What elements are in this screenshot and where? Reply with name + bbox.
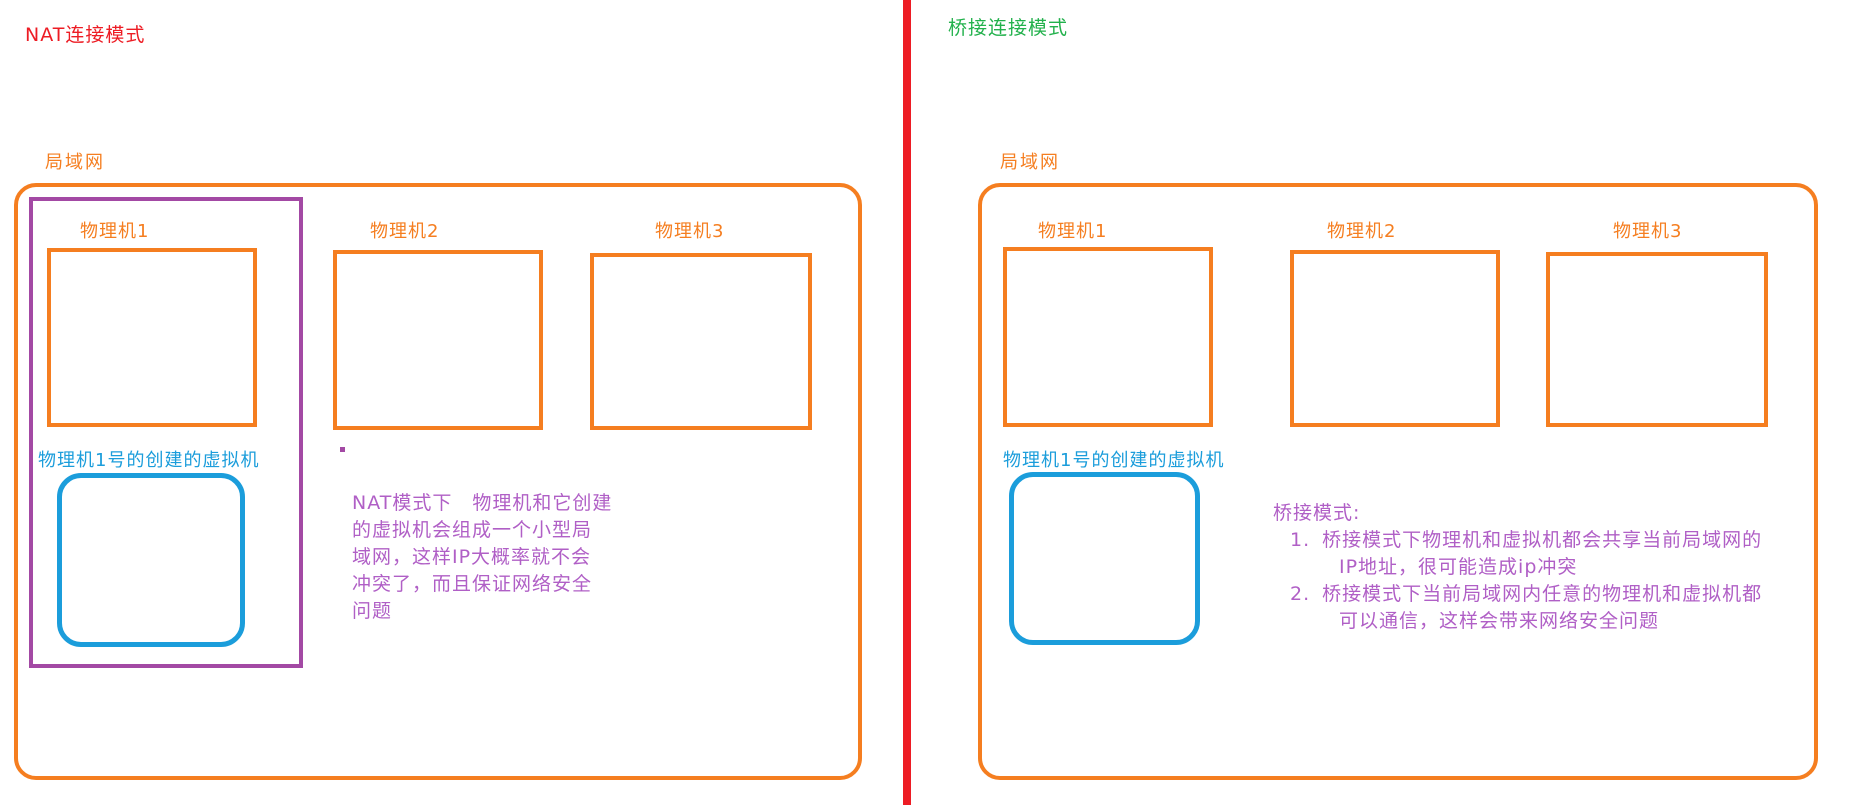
bridge-note-item2-wrap: 可以通信，这样会带来网络安全问题 [1339, 610, 1660, 632]
nat-note-text: NAT模式下 物理机和它创建 的虚拟机会组成一个小型局 域网，这样IP大概率就不… [352, 490, 612, 625]
right-vm-owner-label: 物理机1号的创建的虚拟机 [1003, 450, 1225, 471]
right-machine1-label: 物理机1 [1038, 221, 1108, 242]
left-vm-owner-label: 物理机1号的创建的虚拟机 [38, 450, 260, 471]
bridge-note-text: 桥接模式: 1. 桥接模式下物理机和虚拟机都会共享当前局域网的 IP地址，很可能造… [1273, 500, 1762, 635]
left-vm-box [57, 473, 245, 647]
left-lan-boundary-box [14, 183, 862, 780]
stray-purple-dot [340, 447, 345, 452]
right-machine1-box [1003, 247, 1213, 427]
left-machine2-label: 物理机2 [370, 221, 440, 242]
right-vm-box [1009, 472, 1200, 645]
bridge-note-item2-number: 2. [1290, 583, 1311, 605]
left-machine1-box [47, 248, 257, 427]
right-lan-boundary-box [978, 183, 1818, 780]
nat-panel-title: NAT连接模式 [25, 24, 146, 46]
left-machine3-label: 物理机3 [655, 221, 725, 242]
nat-note-line: 问题 [352, 600, 393, 622]
bridge-note-item2-text: 桥接模式下当前局域网内任意的物理机和虚拟机都 [1322, 583, 1763, 605]
bridge-note-item1-wrap: IP地址，很可能造成ip冲突 [1339, 556, 1578, 578]
bridge-panel-title: 桥接连接模式 [948, 17, 1069, 39]
left-lan-label: 局域网 [45, 152, 105, 173]
right-machine3-box [1546, 252, 1768, 427]
nat-note-line: 域网，这样IP大概率就不会 [352, 546, 592, 568]
right-machine2-label: 物理机2 [1327, 221, 1397, 242]
nat-note-line: NAT模式下 物理机和它创建 [352, 492, 613, 514]
left-machine3-box [590, 253, 812, 430]
bridge-note-item1-number: 1. [1290, 529, 1311, 551]
bridge-note-heading: 桥接模式: [1273, 502, 1361, 524]
right-machine3-label: 物理机3 [1613, 221, 1683, 242]
nat-note-line: 冲突了，而且保证网络安全 [352, 573, 593, 595]
right-machine2-box [1290, 250, 1500, 427]
right-lan-label: 局域网 [1000, 152, 1060, 173]
left-machine2-box [333, 250, 543, 430]
bridge-note-item1-text: 桥接模式下物理机和虚拟机都会共享当前局域网的 [1322, 529, 1763, 551]
bridge-note-item2: 2. 桥接模式下当前局域网内任意的物理机和虚拟机都 [1273, 581, 1762, 608]
bridge-note-item1: 1. 桥接模式下物理机和虚拟机都会共享当前局域网的 [1273, 527, 1762, 554]
left-machine1-label: 物理机1 [80, 221, 150, 242]
panel-divider-line [903, 0, 911, 805]
left-nat-group-box [29, 197, 303, 668]
nat-note-line: 的虚拟机会组成一个小型局 [352, 519, 593, 541]
